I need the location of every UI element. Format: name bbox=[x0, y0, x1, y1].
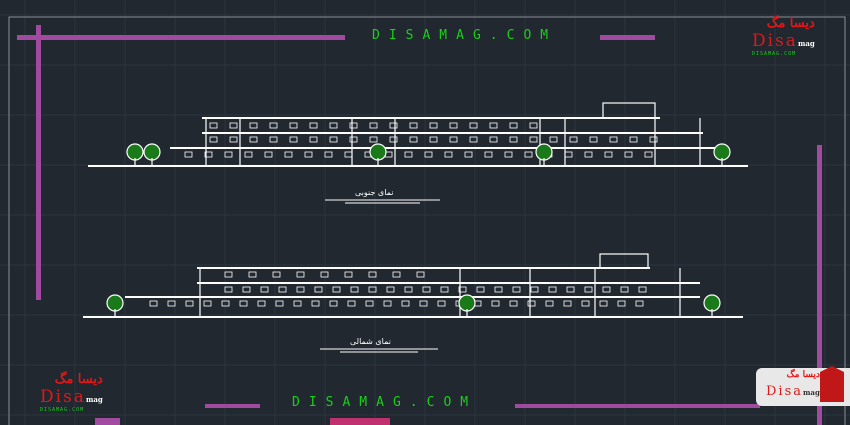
tree-icon bbox=[703, 294, 721, 317]
disamag-logo-bottom-right: دیسا مگ Disamag bbox=[766, 370, 820, 399]
watermark-bottom: DISAMAG.COM bbox=[292, 395, 478, 410]
tree-icon bbox=[458, 294, 476, 317]
tree-icon bbox=[106, 294, 124, 317]
north-elevation-caption: نمای شمالی bbox=[350, 337, 391, 346]
tree-icon bbox=[126, 143, 144, 166]
purple-frame-bars bbox=[17, 25, 822, 425]
tree-icon bbox=[369, 143, 387, 166]
watermark-top: DISAMAG.COM bbox=[372, 28, 558, 43]
south-elevation-caption: نمای جنوبی bbox=[355, 188, 394, 197]
north-elevation-drawing bbox=[83, 253, 743, 318]
isa-logo-badge bbox=[756, 366, 850, 406]
tree-icon bbox=[143, 143, 161, 166]
caption-underlines bbox=[320, 199, 440, 353]
disamag-logo-top: دیسا مگ Disamag DISAMAG.COM bbox=[752, 16, 815, 57]
south-elevation-drawing bbox=[88, 102, 748, 167]
tree-icon bbox=[535, 143, 553, 166]
drawing-frame bbox=[8, 16, 846, 425]
tree-icon bbox=[713, 143, 731, 166]
disamag-logo-bottom-left: دیسا مگ Disamag DISAMAG.COM bbox=[40, 372, 103, 413]
